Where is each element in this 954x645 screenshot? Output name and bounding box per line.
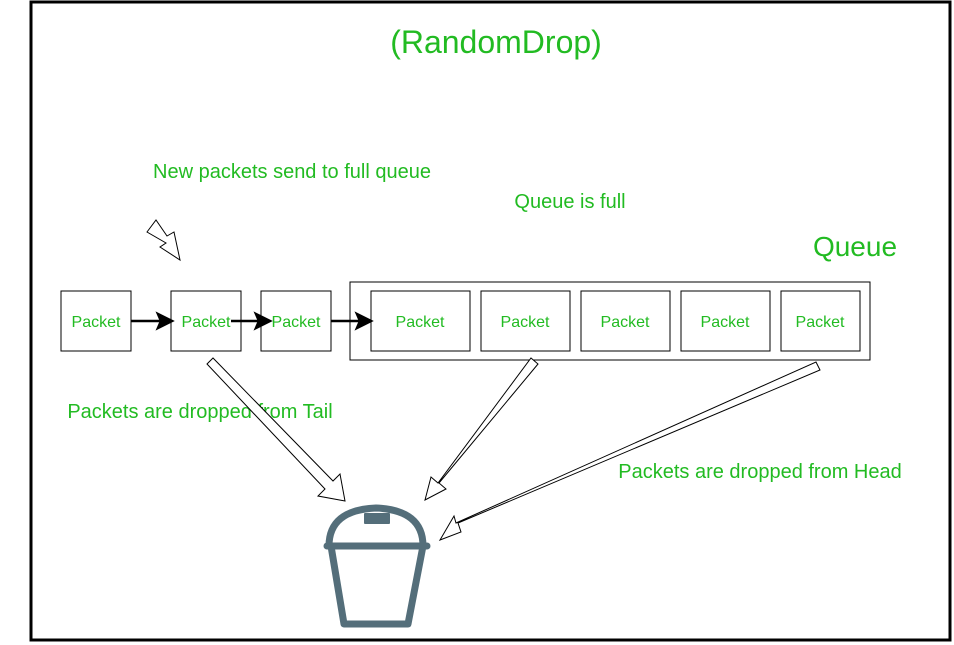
diagram-title: (RandomDrop) (390, 24, 602, 60)
incoming-packet: Packet (170, 290, 242, 352)
drop-arrow-head (438, 361, 821, 541)
packet-label: Packet (601, 314, 650, 331)
packet-label: Packet (182, 314, 231, 331)
diagram-frame (29, 0, 952, 642)
drop-arrow-middle (424, 357, 539, 501)
drop-arrow-tail (206, 357, 346, 502)
queue-packet: Packet (370, 290, 471, 352)
incoming-packet: Packet (60, 290, 132, 352)
trash-bin-icon (323, 504, 431, 628)
flow-arrowhead (155, 311, 175, 331)
label-queue: Queue (813, 231, 897, 262)
packet-label: Packet (701, 314, 750, 331)
packet-label: Packet (796, 314, 845, 331)
label-dropped-head: Packets are dropped from Head (618, 461, 902, 483)
flow-arrowhead (354, 311, 374, 331)
queue-packet: Packet (680, 290, 771, 352)
queue-packet: Packet (580, 290, 671, 352)
packet-label: Packet (501, 314, 550, 331)
packet-label: Packet (396, 314, 445, 331)
queue-packet: Packet (780, 290, 861, 352)
incoming-packet-arrow (146, 219, 181, 262)
packet-label: Packet (72, 314, 121, 331)
queue-packet: Packet (480, 290, 571, 352)
label-new-packets: New packets send to full queue (153, 161, 431, 183)
flow-arrowhead (253, 311, 273, 331)
label-dropped-tail: Packets are dropped from Tail (67, 401, 332, 423)
packet-label: Packet (272, 314, 321, 331)
label-queue-full: Queue is full (514, 191, 625, 213)
